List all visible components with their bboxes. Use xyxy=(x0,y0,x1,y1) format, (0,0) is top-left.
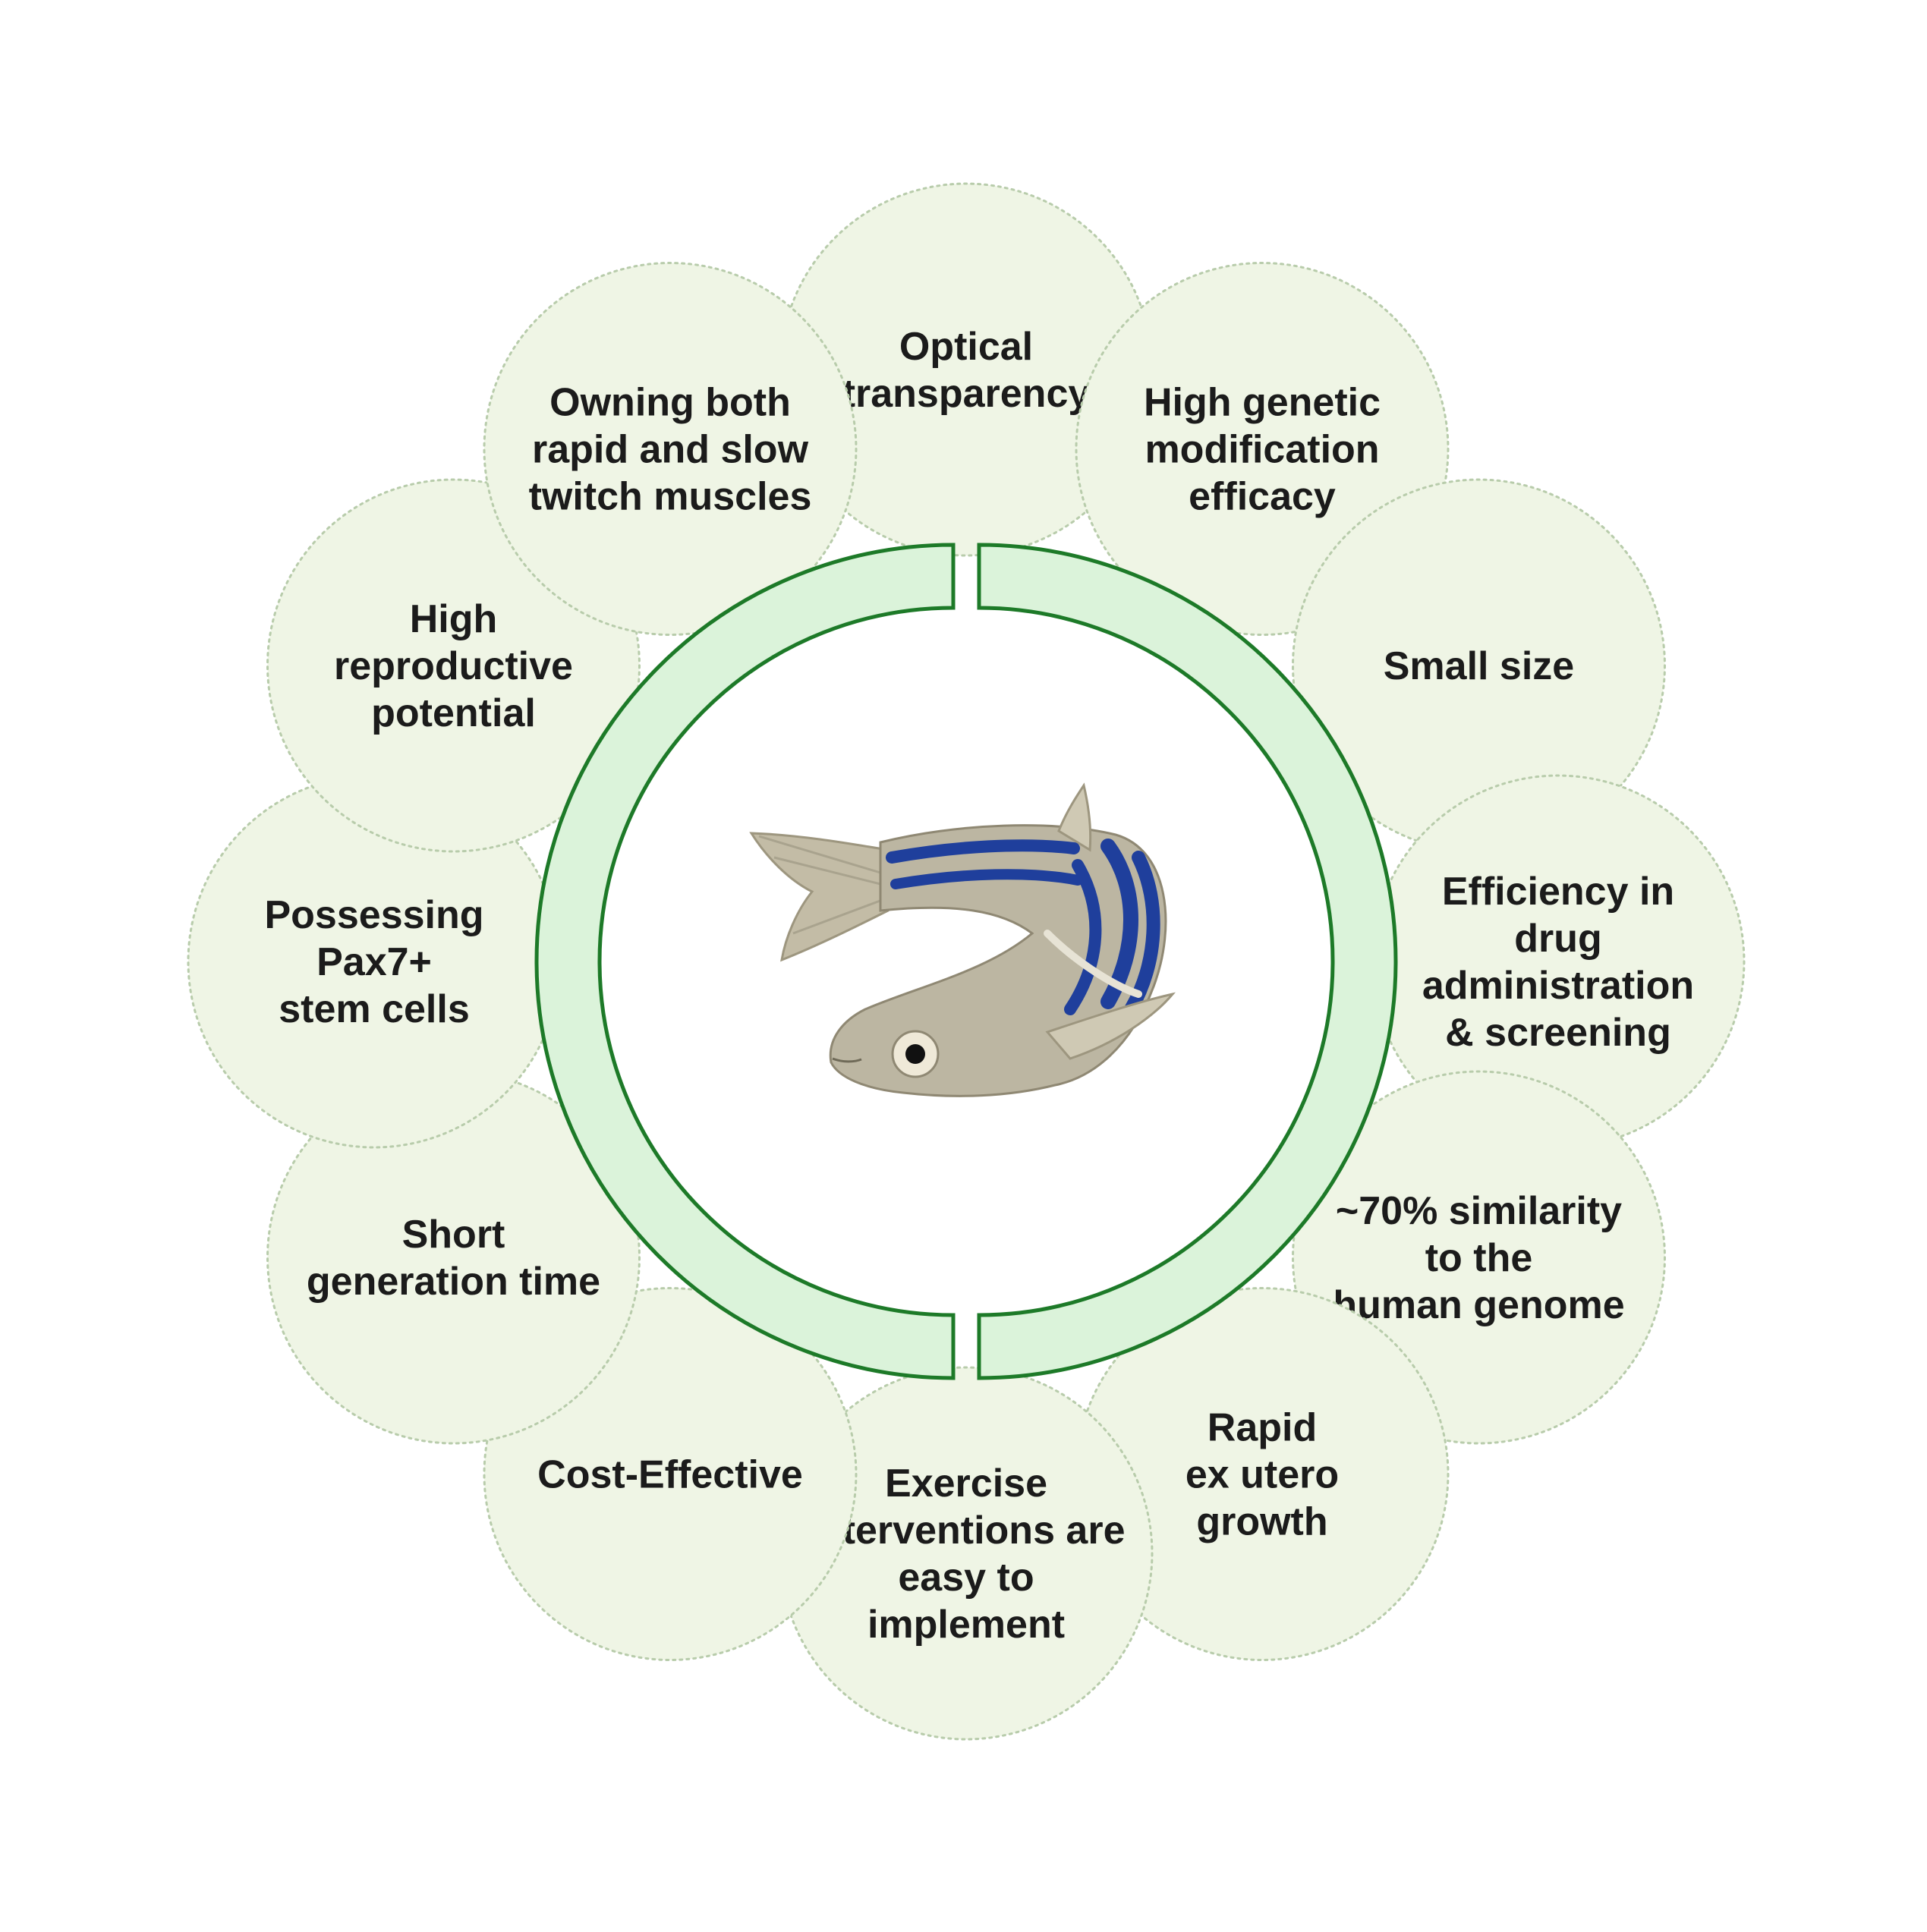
node-label-line: ~70% similarity xyxy=(1336,1189,1622,1233)
node-label-line: twitch muscles xyxy=(529,475,812,519)
node-label-line: High genetic xyxy=(1144,381,1381,425)
node-label-line: ex utero xyxy=(1185,1452,1339,1496)
node-label-line: Pax7+ xyxy=(316,940,432,984)
node-label: Small size xyxy=(1384,644,1574,688)
node-label-line: efficacy xyxy=(1189,475,1336,519)
node-label-line: reproductive xyxy=(334,644,573,688)
node-label-line: Efficiency in xyxy=(1442,870,1674,914)
node-label-line: growth xyxy=(1196,1499,1327,1543)
fish-eye xyxy=(891,1030,940,1078)
node-label-line: stem cells xyxy=(279,987,470,1031)
ring-left-half xyxy=(534,543,956,1380)
node-label: Cost-Effective xyxy=(537,1452,803,1496)
central-ring xyxy=(534,543,1398,1380)
node-label-line: easy to xyxy=(898,1556,1034,1600)
node-label-line: potential xyxy=(371,691,536,735)
node-label-line: & screening xyxy=(1445,1011,1671,1055)
fish-mouth xyxy=(832,1057,862,1063)
node-label-line: transparency xyxy=(842,372,1091,416)
node-label-line: High xyxy=(410,597,498,641)
node-label-line: human genome xyxy=(1333,1283,1624,1327)
node-label-line: Optical xyxy=(899,325,1033,369)
node-circle xyxy=(1291,478,1666,853)
node-label-line: to the xyxy=(1425,1236,1533,1280)
node-small-size: Small size xyxy=(1291,478,1666,853)
node-label-line: modification xyxy=(1145,428,1379,472)
tail-fin xyxy=(749,832,890,962)
node-label-line: drug xyxy=(1514,917,1602,961)
node-label-line: Rapid xyxy=(1208,1405,1317,1449)
node-label-line: Cost-Effective xyxy=(537,1452,803,1496)
node-label-line: Short xyxy=(402,1213,505,1257)
pectoral-fin xyxy=(1045,992,1176,1060)
ring-right-half xyxy=(977,543,1398,1380)
node-label-line: administration xyxy=(1422,964,1694,1008)
node-label-line: Exercise xyxy=(885,1462,1047,1506)
node-circle xyxy=(483,262,858,637)
node-label-line: generation time xyxy=(307,1260,600,1304)
body-stripes xyxy=(886,839,1160,1016)
node-label-line: interventions are xyxy=(807,1509,1125,1553)
zebrafish-illustration xyxy=(749,782,1176,1097)
node-label-line: rapid and slow xyxy=(532,428,809,472)
dorsal-fin xyxy=(1057,782,1092,852)
node-label-line: Possessing xyxy=(264,893,483,937)
node-label-line: Small size xyxy=(1384,644,1574,688)
node-label-line: Owning both xyxy=(549,381,791,425)
node-label-line: implement xyxy=(867,1603,1065,1647)
